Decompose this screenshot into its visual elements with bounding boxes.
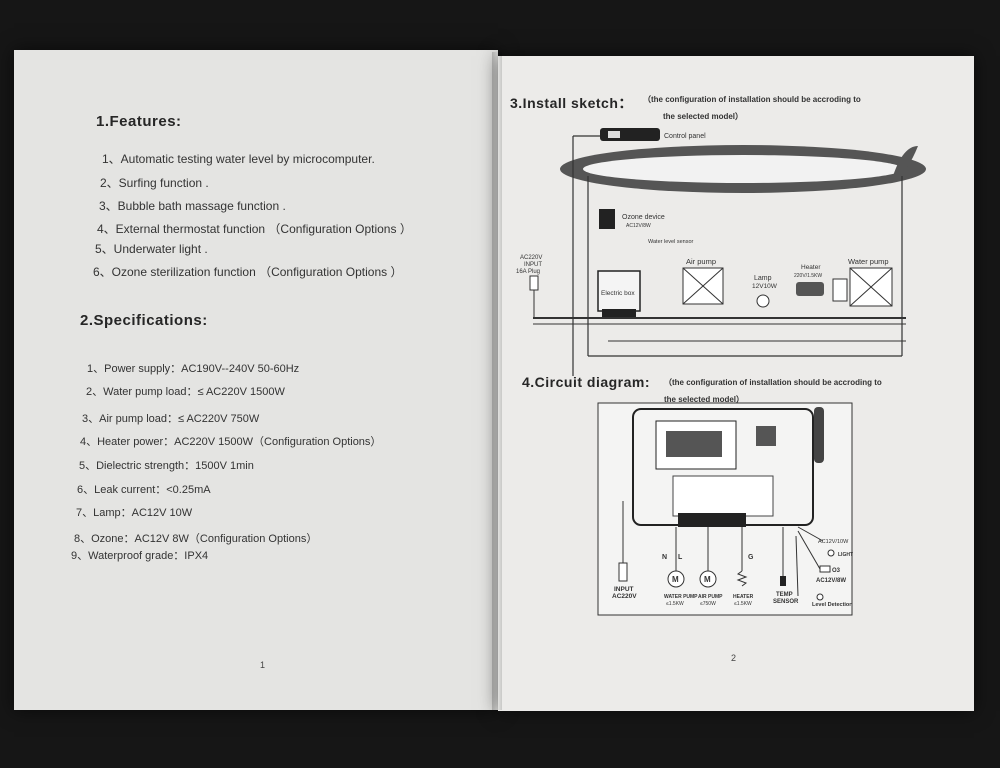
features-heading: 1.Features: [96,113,182,130]
spec-item: 4、Heater power：AC220V 1500W（Configuratio… [80,436,382,448]
circuit-diagram-note: the selected model） [664,395,745,404]
circuit-diagram-note: （the configuration of installation shoul… [664,378,882,387]
input-label: 16A Plug [516,269,540,275]
lamp-label: Lamp [754,275,772,282]
lamp-icon [756,294,770,308]
light-spec: AC12V/10W [818,539,849,545]
spec-item: 7、Lamp：AC12V 10W [76,507,193,519]
air-pump-label: AIR PUMP [698,594,723,600]
feature-item: 4、External thermostat function （Configur… [97,222,412,236]
left-page: 1.Features: 1、Automatic testing water le… [14,50,498,710]
feature-item: 6、Ozone sterilization function （Configur… [93,265,403,279]
air-pump-label: Air pump [686,257,716,266]
book-spine [492,52,502,710]
ozone-spec: AC12V/8W [816,578,846,584]
ozone-device-label: Ozone device [622,214,665,221]
ozone-device-icon [599,209,615,229]
feature-item: 1、Automatic testing water level by micro… [102,152,375,166]
heater-spec: 220V/1.5KW [794,273,822,279]
install-sketch-note: the selected model） [663,112,744,121]
terminal-n-label: N [662,554,667,561]
heater-label: Heater [801,264,821,271]
control-panel-label: Control panel [664,133,706,140]
ozone-icon [819,565,831,573]
water-level-sensor-label: Water level sensor [648,239,694,245]
right-page: 3.Install sketch： （the configuration of … [498,56,974,711]
install-sketch-diagram: Control panel Ozone device AC12V/8W Wate… [516,128,926,376]
heater-label: HEATER [733,594,754,600]
spec-item: 9、Waterproof grade：IPX4 [71,550,209,562]
temp-sensor-label: TEMP [776,592,793,598]
temp-sensor-label: SENSOR [773,599,799,605]
specifications-heading: 2.Specifications: [80,312,208,329]
terminal-l-label: L [678,554,683,561]
plug-icon [529,275,539,291]
spec-item: 2、Water pump load：≤ AC220V 1500W [86,386,285,398]
page-number: 1 [260,660,266,670]
air-pump-spec: ≤750W [700,601,716,607]
feature-item: 3、Bubble bath massage function . [99,199,286,213]
terminal-g-label: G [748,554,754,561]
spec-item: 6、Leak current：<0.25mA [77,484,211,496]
electric-box-icon [597,270,641,312]
heater-resistor-icon [736,570,748,587]
spec-item: 5、Dielectric strength：1500V 1min [79,460,254,472]
level-detection-label: Level Detection [812,602,853,608]
light-icon [827,549,835,557]
water-pump-label: Water pump [848,257,889,266]
water-pump-label: WATER PUMP [664,594,698,600]
water-pump-spec: ≤1.5KW [666,601,684,607]
lamp-spec: 12V10W [752,283,778,290]
circuit-diagram: INPUT AC220V N L G M M WATER PUMP ≤1.5KW… [597,402,853,616]
input-label: INPUT [524,262,542,268]
water-pump-motor-label: M [672,575,679,584]
heater-icon [796,282,824,296]
spec-item: 3、Air pump load：≤ AC220V 750W [82,413,260,425]
tub-pillow [893,146,918,178]
electric-box-label: Electric box [601,290,635,297]
ozone-device-spec: AC12V/8W [626,223,651,229]
control-panel-remote-icon [814,407,824,463]
spec-item: 1、Power supply：AC190V--240V 50-60Hz [87,363,300,375]
input-label: AC220V [520,255,542,261]
ozone-label: O3 [832,568,841,574]
circuit-input-label: AC220V [612,593,637,600]
install-sketch-note: （the configuration of installation shoul… [643,95,861,104]
circuit-diagram-heading: 4.Circuit diagram: [522,374,651,390]
page-number: 2 [731,653,737,663]
circuit-input-label: INPUT [614,586,634,593]
feature-item: 2、Surfing function . [100,176,209,190]
water-pump-motor-icon [667,570,685,588]
air-pump-motor-label: M [704,575,711,584]
air-pump-motor-icon [699,570,717,588]
install-sketch-heading: 3.Install sketch： [510,95,633,111]
input-plug-icon [618,562,628,582]
feature-item: 5、Underwater light . [95,242,208,256]
level-sensor-icon [816,593,824,601]
spec-item: 8、Ozone：AC12V 8W（Configuration Options） [74,533,318,545]
heater-spec: ≤1.5KW [734,601,752,607]
light-label: LIGHT [838,552,853,558]
